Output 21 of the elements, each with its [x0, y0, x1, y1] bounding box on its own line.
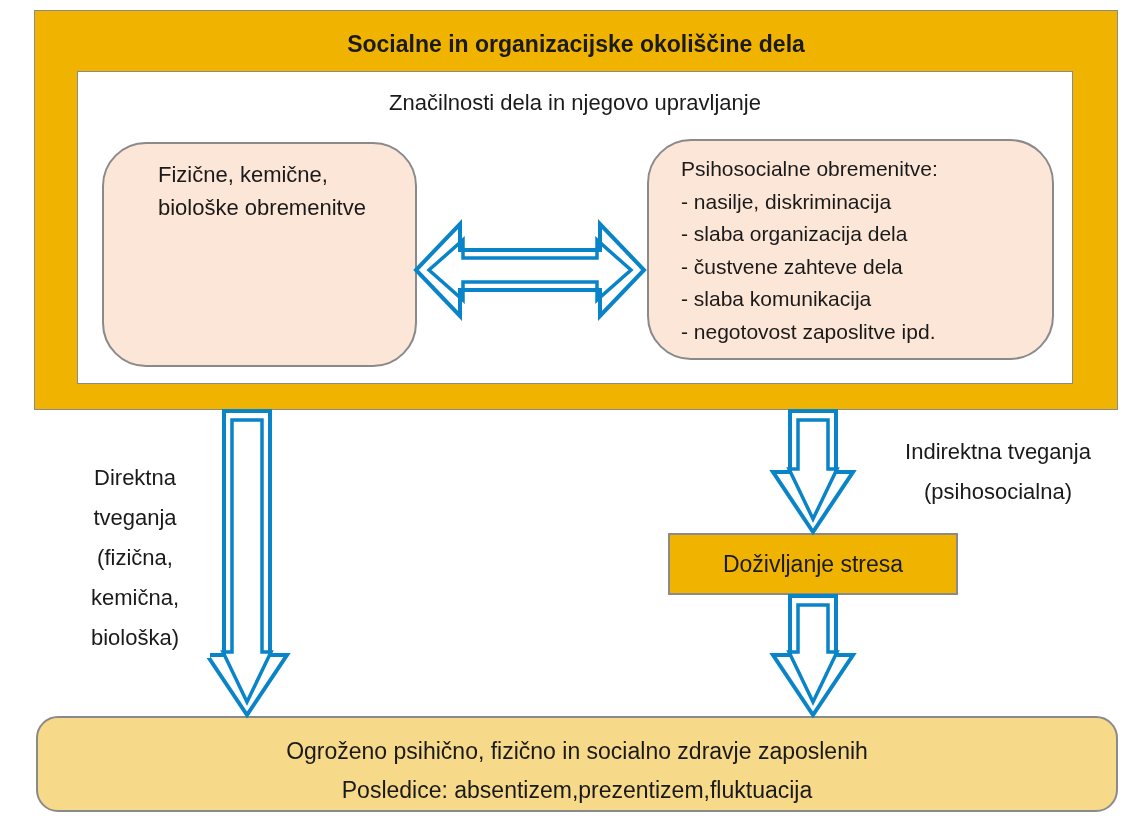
- process-box: [668, 533, 958, 595]
- node-text: Značilnosti dela in njegovo upravljanje: [389, 89, 761, 117]
- inner-panel: [77, 71, 1073, 384]
- node-text: Fizične, kemične, biološke obremenitve: [158, 161, 367, 222]
- node-text: - slaba komunikacija: [681, 286, 872, 312]
- node-text: Posledice: absentizem,prezentizem,fluktuacija: [341, 775, 813, 805]
- block-arrow: [769, 409, 857, 536]
- block-arrow: [769, 594, 857, 719]
- rounded-box: [102, 142, 417, 367]
- rounded-box: [647, 139, 1054, 360]
- node-text: Psihosocialne obremenitve:: [681, 156, 938, 182]
- result-box: [36, 716, 1118, 812]
- outer-panel: [34, 10, 1118, 410]
- node-text: - slaba organizacija dela: [681, 221, 908, 247]
- panel-title: Socialne in organizacijske okoliščine dela: [347, 30, 805, 59]
- block-arrow: [413, 219, 647, 321]
- node-text: - nasilje, diskriminacija: [681, 188, 892, 215]
- node-text: Ogroženo psihično, fizično in socialno zdravje zaposlenih: [286, 737, 868, 766]
- node-text: - čustvene zahteve dela: [681, 253, 903, 280]
- node-text: Doživljanje stresa: [722, 549, 904, 579]
- node-text: - negotovost zaposlitve ipd.: [681, 318, 936, 345]
